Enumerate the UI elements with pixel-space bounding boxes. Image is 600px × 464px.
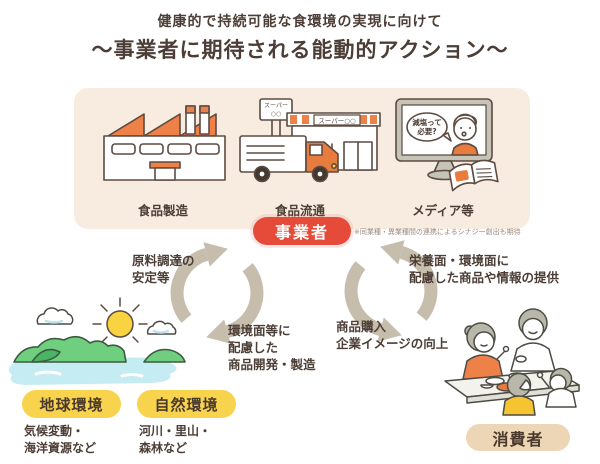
label-eco-product-development: 環境面等に 配慮した 商品開発・製造 <box>228 323 316 372</box>
label-nutrition-eco-products: 栄養面・環境面に 配慮した商品や情報の提供 <box>409 253 560 285</box>
tv-bubble-line2: 必要? <box>416 126 436 136</box>
tv-media-icon: 減塩って 必要? <box>395 98 499 192</box>
truck-store-icon: スーパー ○○ スーパー○○ <box>239 98 381 183</box>
subtext-natural-environment: 河川・里山・ 森林など <box>139 424 212 455</box>
caption-media: メディア等 <box>412 203 474 218</box>
tv-bubble-line1: 減塩って <box>412 117 442 127</box>
family-eating-icon <box>444 308 580 416</box>
synergy-note: ※同業種・異業種間の連携によるシナジー創出も期待 <box>354 228 521 236</box>
label-purchase-corporate-image: 商品購入 企業イメージの向上 <box>336 319 449 351</box>
caption-food-manufacturing: 食品製造 <box>137 203 188 218</box>
pill-consumer: 消費者 <box>466 424 570 451</box>
store-post-sign-line1: スーパー <box>264 103 288 110</box>
left-cycle-arrows-icon <box>170 242 264 344</box>
pill-global-environment: 地球環境 <box>22 390 121 418</box>
right-cycle-arrows-icon <box>344 240 438 342</box>
store-band-sign: スーパー○○ <box>318 117 356 125</box>
factory-icon <box>103 105 226 181</box>
title-line1: 健康的で持続可能な食環境の実現に向けて <box>157 14 443 30</box>
pill-natural-environment: 自然環境 <box>137 390 236 418</box>
title-line2: 〜事業者に期待される能動的アクション〜 <box>91 38 509 62</box>
business-badge: 事業者 <box>253 217 351 245</box>
subtext-global-environment: 気候変動・ 海洋資源など <box>24 424 97 455</box>
store-post-sign-line2: ○○ <box>271 111 281 118</box>
caption-food-distribution: 食品流通 <box>274 203 325 218</box>
label-raw-material-procurement: 原料調達の 安定等 <box>132 253 195 285</box>
business-sector-box: スーパー ○○ スーパー○○ <box>74 88 530 229</box>
island-environment-icon <box>8 297 186 385</box>
